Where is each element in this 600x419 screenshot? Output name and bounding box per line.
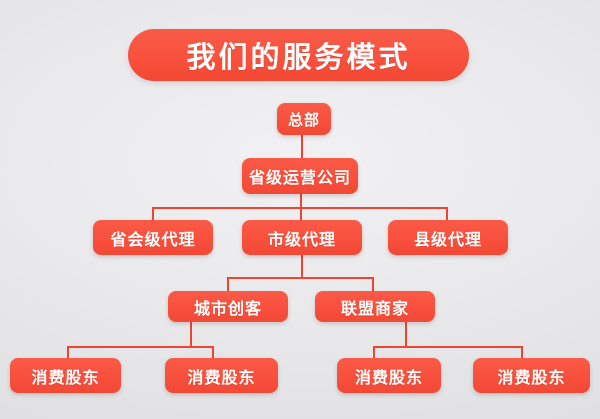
connector-level4-bus (227, 277, 374, 279)
connector-right-bottom-bus (373, 346, 523, 348)
connector-city-maker-stub (190, 321, 192, 347)
connector-drop-alliance-merchant (372, 277, 374, 292)
connector-drop-shareholder-2 (212, 346, 214, 359)
connector-level3-bus (152, 207, 448, 209)
org-node-consumer-shareholder-1: 消费股东 (10, 358, 121, 393)
org-node-consumer-shareholder-4: 消费股东 (473, 358, 590, 393)
org-node-provincial-operator: 省级运营公司 (242, 158, 358, 194)
title-banner: 我们的服务模式 (128, 29, 469, 81)
connector-left-bottom-bus (67, 346, 214, 348)
connector-drop-county-agent (446, 207, 448, 220)
org-node-consumer-shareholder-2: 消费股东 (165, 358, 278, 393)
org-node-capital-agent: 省会级代理 (93, 220, 213, 255)
org-node-consumer-shareholder-3: 消费股东 (337, 358, 441, 393)
connector-drop-city-maker (227, 277, 229, 292)
org-node-county-agent: 县级代理 (388, 220, 508, 255)
connector-drop-shareholder-4 (521, 346, 523, 359)
org-node-city-agent: 市级代理 (242, 220, 362, 255)
connector-hq-to-provincial (301, 134, 303, 158)
connector-drop-shareholder-1 (67, 346, 69, 359)
org-node-alliance-merchant: 联盟商家 (315, 291, 435, 322)
org-node-hq: 总部 (277, 103, 331, 135)
org-node-city-maker: 城市创客 (168, 291, 288, 322)
connector-drop-shareholder-3 (373, 346, 375, 359)
connector-drop-capital-agent (152, 207, 154, 220)
connector-alliance-stub (405, 321, 407, 347)
connector-city-agent-stub (301, 255, 303, 278)
